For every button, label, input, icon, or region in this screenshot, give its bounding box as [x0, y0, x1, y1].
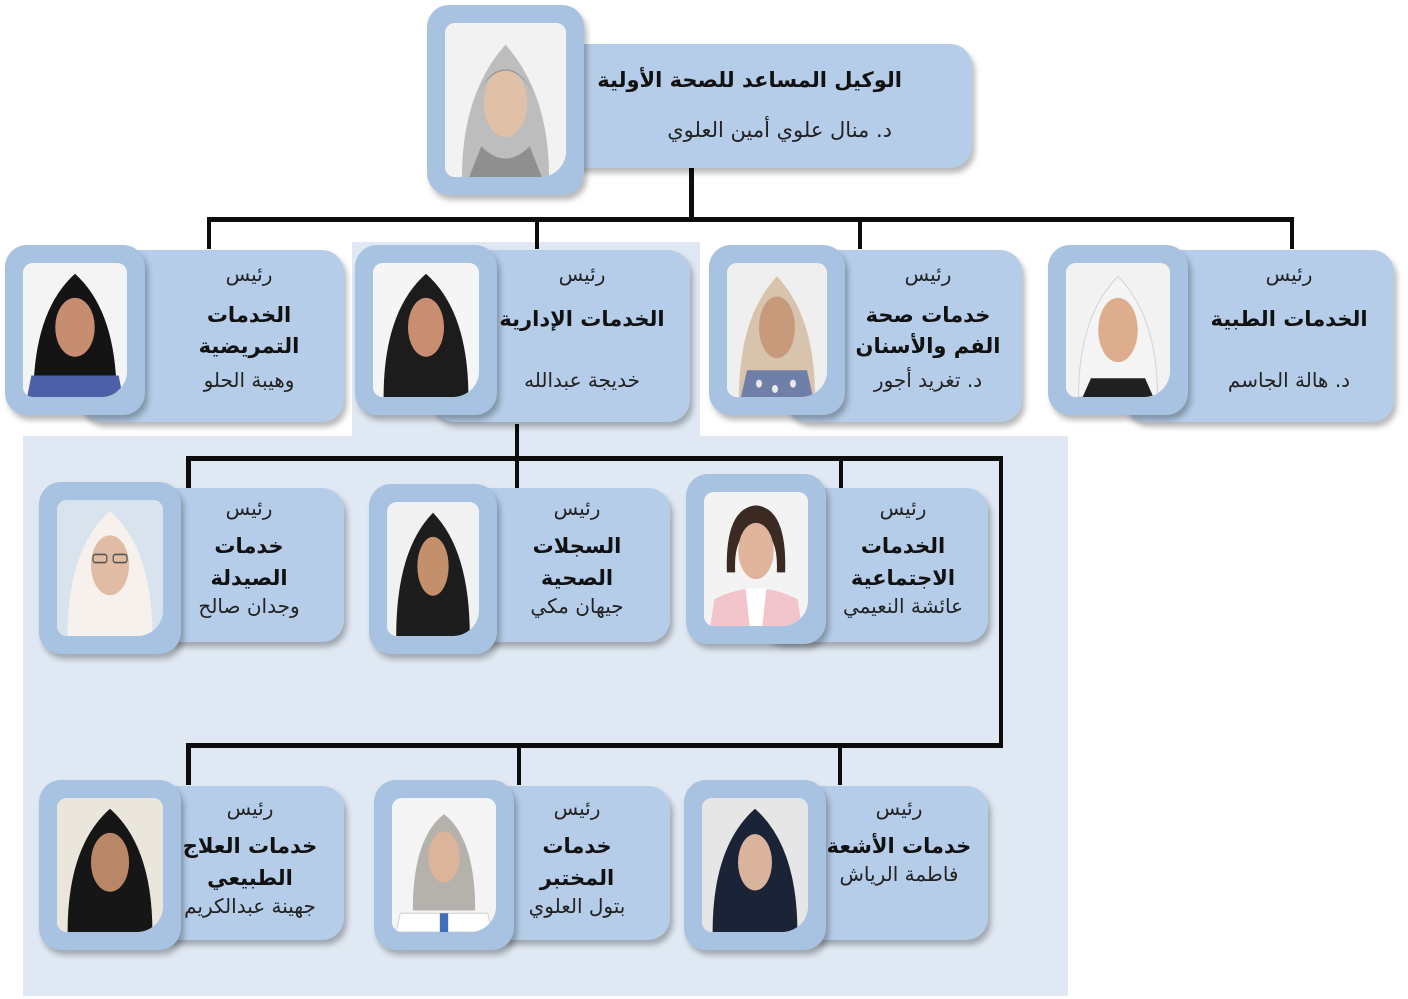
top-title: الوكيل المساعد للصحة الأولية [597, 68, 902, 92]
woman-portrait-icon [702, 798, 808, 932]
records-photo-frame [369, 484, 497, 654]
connector-level1-horizontal [207, 217, 1294, 222]
woman-portrait-icon [392, 798, 496, 932]
card-name: جهينة عبدالكريم [184, 894, 316, 918]
card-name: د. تغريد أجور [873, 368, 983, 392]
social-photo-frame [686, 474, 826, 644]
card-dept: خدمات الأشعة [826, 834, 972, 858]
connector-level3-horizontal [186, 743, 1003, 748]
card-role: رئيس [553, 496, 601, 520]
card-name: جيهان مكي [530, 594, 624, 618]
woman-portrait-icon [445, 23, 566, 177]
card-name: وجدان صالح [198, 594, 300, 618]
top-card: الوكيل المساعد للصحة الأولية د. منال علو… [560, 44, 972, 168]
card-role: رئيس [1265, 262, 1313, 286]
card-dept: خدمات المختبر [539, 834, 615, 890]
card-name: عائشة النعيمي [842, 594, 964, 618]
dental-photo-frame [709, 245, 845, 415]
card-name: فاطمة الرياش [839, 862, 959, 886]
card-role: رئيس [225, 262, 273, 286]
woman-portrait-icon [1066, 263, 1170, 397]
card-role: رئيس [879, 496, 927, 520]
radiology-photo-frame [684, 780, 826, 950]
card-dept: خدمات الصيدلة [210, 534, 288, 590]
card-name: وهيبة الحلو [203, 368, 295, 392]
card-role: رئيس [875, 796, 923, 820]
connector-drop-lab [517, 743, 521, 785]
card-name: بتول العلوي [528, 894, 626, 918]
connector-drop-nursing [207, 217, 211, 249]
woman-portrait-icon [704, 492, 808, 626]
woman-portrait-icon [57, 798, 163, 932]
card-role: رئيس [225, 496, 273, 520]
card-dept: الخدمات الطبية [1210, 307, 1368, 331]
card-dept: الخدمات الإدارية [499, 307, 665, 331]
pharmacy-photo-frame [39, 482, 181, 654]
top-name: د. منال علوي أمين العلوي [667, 118, 892, 142]
woman-portrait-icon [23, 263, 127, 397]
woman-portrait-icon [727, 263, 827, 397]
connector-admin-down [515, 424, 519, 460]
card-dept: الخدمات الاجتماعية [850, 534, 956, 590]
physio-photo-frame [39, 780, 181, 950]
lab-photo-frame [374, 780, 514, 950]
admin-photo-frame [355, 245, 497, 415]
woman-portrait-icon [387, 502, 479, 636]
top-photo-frame [427, 5, 584, 195]
connector-right-vertical [999, 456, 1003, 747]
connector-drop-records [515, 456, 519, 492]
card-name: خديجة عبدالله [524, 368, 640, 392]
card-role: رئيس [553, 796, 601, 820]
card-dept: السجلات الصحية [532, 534, 622, 590]
card-role: رئيس [226, 796, 274, 820]
card-dept: خدمات صحة الفم والأسنان [855, 303, 1001, 358]
card-dept: خدمات العلاج الطبيعي [182, 834, 318, 890]
card-role: رئيس [904, 262, 952, 286]
card-name: د. هالة الجاسم [1227, 368, 1351, 392]
card-dept: الخدمات التمريضية [198, 303, 300, 358]
woman-portrait-icon [57, 500, 163, 636]
connector-drop-medical [1290, 217, 1294, 249]
connector-drop-admin [535, 217, 539, 249]
connector-drop-social [839, 456, 843, 492]
connector-level2-horizontal [186, 456, 1003, 461]
connector-top-vertical [689, 168, 694, 220]
connector-drop-pharmacy [186, 456, 191, 492]
medical-photo-frame [1048, 245, 1188, 415]
card-role: رئيس [558, 262, 606, 286]
connector-drop-physio [186, 743, 191, 785]
connector-drop-radiology [838, 743, 842, 785]
nursing-photo-frame [5, 245, 145, 415]
woman-portrait-icon [373, 263, 479, 397]
connector-drop-dental [858, 217, 862, 249]
